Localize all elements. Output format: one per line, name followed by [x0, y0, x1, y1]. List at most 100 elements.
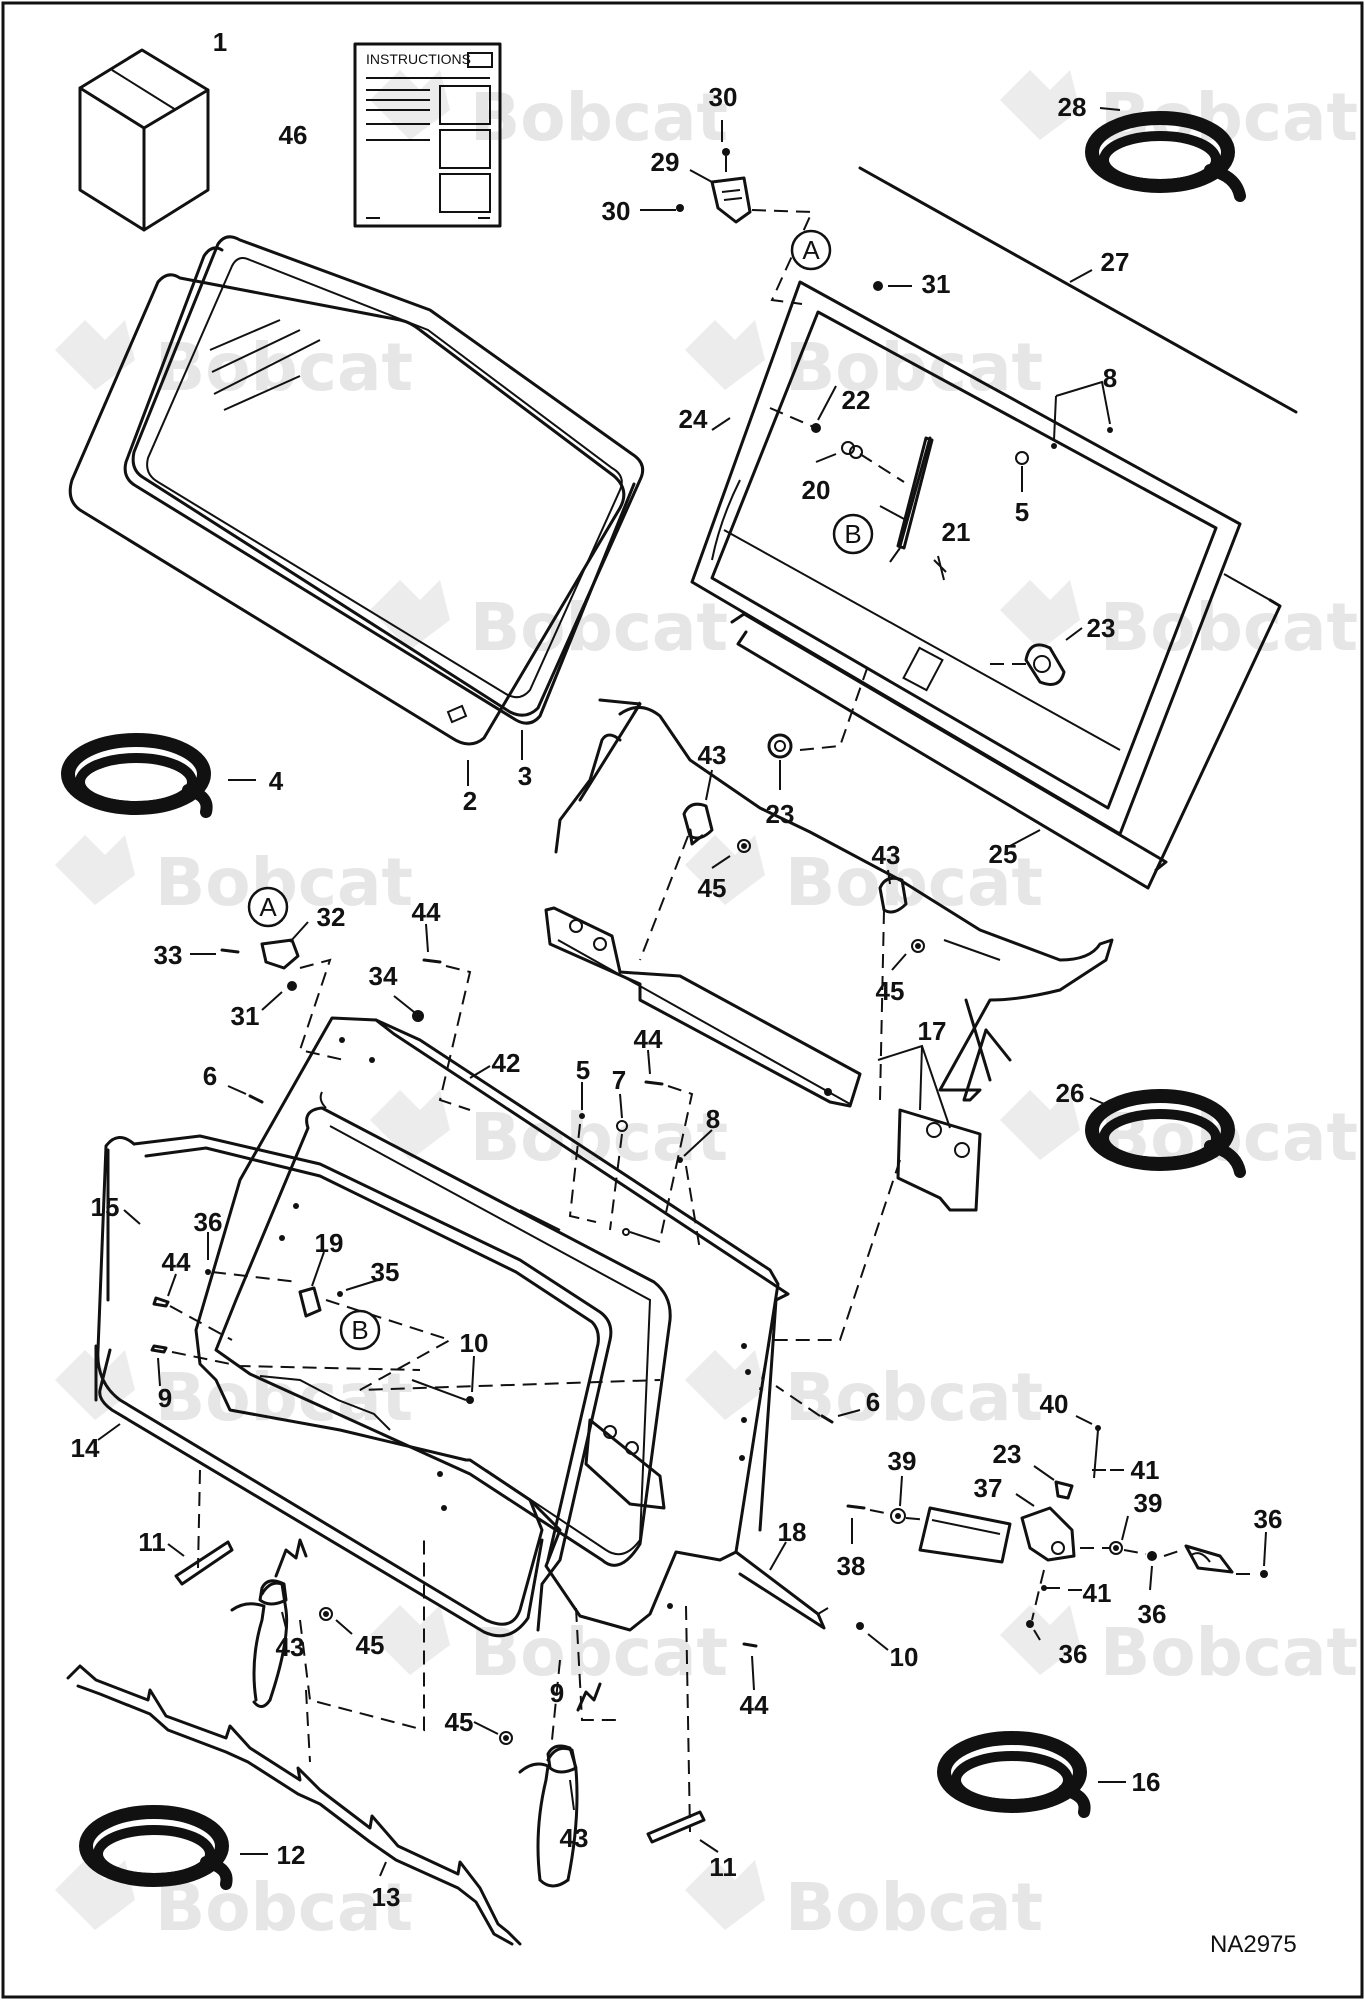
callout-number: 40 [1040, 1389, 1069, 1419]
part-seal-hose-16 [937, 1731, 1126, 1818]
instruction-sheet-title: INSTRUCTIONS [366, 51, 471, 67]
part-support-rod [858, 166, 1298, 414]
callout-number: 44 [634, 1024, 663, 1054]
callout-number: 43 [872, 840, 901, 870]
callout-number: 14 [71, 1433, 100, 1463]
callout-number: 19 [315, 1228, 344, 1258]
reference-marker-label: A [259, 892, 277, 922]
reference-markers: A B A B [247, 229, 874, 1351]
svg-text:Bobcat: Bobcat [1100, 1614, 1358, 1691]
callout-number: 29 [651, 147, 680, 177]
callout-number: 36 [194, 1207, 223, 1237]
callout-number: 45 [698, 873, 727, 903]
watermark: Bobcat [55, 1860, 413, 1946]
watermark: Bobcat [1000, 1605, 1358, 1691]
callout-number: 44 [412, 897, 441, 927]
callout-number: 10 [890, 1642, 919, 1672]
part-mounting-bracket [544, 906, 862, 1108]
watermark-group: Bobcat Bobcat Bobcat Bobcat Bobcat Bobca… [55, 70, 1358, 1946]
part-window-latch [767, 627, 1083, 790]
svg-text:Bobcat: Bobcat [155, 1869, 413, 1946]
callout-number: 22 [842, 385, 871, 415]
callout-number: 36 [1254, 1504, 1283, 1534]
callout-number: 17 [918, 1016, 947, 1046]
callout-number: 39 [888, 1446, 917, 1476]
part-box-kit [78, 48, 210, 232]
callout-number: 20 [802, 475, 831, 505]
watermark: Bobcat [685, 1350, 1043, 1436]
callout-number: 1 [213, 27, 227, 57]
reference-marker-label: B [844, 519, 861, 549]
watermark: Bobcat [55, 835, 413, 921]
callout-number: 42 [492, 1048, 521, 1078]
callout-number: 36 [1138, 1599, 1167, 1629]
part-lower-latch-bracket [150, 1232, 661, 1404]
part-front-lower-frame [194, 1016, 790, 1632]
callout-number: 32 [317, 902, 346, 932]
reference-marker-a: A [790, 229, 832, 271]
callout-number: 6 [866, 1387, 880, 1417]
part-lower-bar [66, 1664, 522, 1946]
callout-number: 38 [837, 1551, 866, 1581]
callout-number: 45 [876, 976, 905, 1006]
callout-number: 35 [371, 1257, 400, 1287]
part-window-glass [68, 235, 645, 786]
callout-number: 25 [989, 839, 1018, 869]
part-seal-hose-26 [1085, 1089, 1246, 1178]
callout-number: 9 [550, 1678, 564, 1708]
callout-number: 26 [1056, 1078, 1085, 1108]
reference-marker-b: B [832, 513, 874, 555]
callout-number: 31 [922, 269, 951, 299]
callout-number: 13 [372, 1882, 401, 1912]
callout-number: 21 [942, 517, 971, 547]
figure-code: NA2975 [1210, 1931, 1297, 1958]
callout-number: 44 [162, 1247, 191, 1277]
watermark: Bobcat [685, 320, 1043, 406]
reference-marker-label: A [802, 235, 820, 265]
svg-text:Bobcat: Bobcat [155, 1359, 413, 1436]
watermark: Bobcat [685, 835, 1043, 921]
callout-number: 12 [277, 1840, 306, 1870]
callout-number: 10 [460, 1328, 489, 1358]
svg-text:Bobcat: Bobcat [785, 1869, 1043, 1946]
part-lower-left-tube [167, 1469, 425, 1763]
svg-text:Bobcat: Bobcat [470, 1614, 728, 1691]
callout-number: 23 [1087, 613, 1116, 643]
callout-number: 34 [369, 961, 398, 991]
callout-number: 3 [518, 761, 532, 791]
watermark: Bobcat [685, 1860, 1043, 1946]
callout-number: 7 [612, 1065, 626, 1095]
callout-number: 2 [463, 786, 477, 816]
part-door-seal-frame [94, 1134, 613, 1638]
callout-number: 24 [679, 404, 708, 434]
callout-number: 5 [1015, 497, 1029, 527]
reference-marker-a: A [247, 886, 289, 928]
callout-number: 15 [91, 1192, 120, 1222]
callout-number: 31 [231, 1001, 260, 1031]
svg-text:Bobcat: Bobcat [785, 844, 1043, 921]
watermark: Bobcat [370, 70, 728, 156]
reference-marker-b: B [339, 1309, 381, 1351]
callout-number: 39 [1134, 1488, 1163, 1518]
callout-number: 45 [356, 1630, 385, 1660]
callout-number: 41 [1131, 1455, 1160, 1485]
part-rops-upper-tube [554, 698, 1114, 1102]
part-instruction-sheet: INSTRUCTIONS [353, 42, 502, 228]
callout-number: 28 [1058, 92, 1087, 122]
callout-number: 8 [1103, 363, 1117, 393]
callout-number: 43 [276, 1632, 305, 1662]
callout-number: 11 [709, 1852, 737, 1882]
part-seal-hose-28 [1085, 107, 1246, 202]
callout-number: 23 [766, 799, 795, 829]
svg-text:Bobcat: Bobcat [470, 79, 728, 156]
callout-number: 37 [974, 1473, 1003, 1503]
watermark: Bobcat [55, 1350, 413, 1436]
callout-number: 45 [445, 1707, 474, 1737]
part-seal-hose-12 [79, 1805, 268, 1890]
part-right-hardware [685, 1385, 889, 1833]
svg-text:Bobcat: Bobcat [1100, 589, 1358, 666]
callout-number: 9 [158, 1383, 172, 1413]
